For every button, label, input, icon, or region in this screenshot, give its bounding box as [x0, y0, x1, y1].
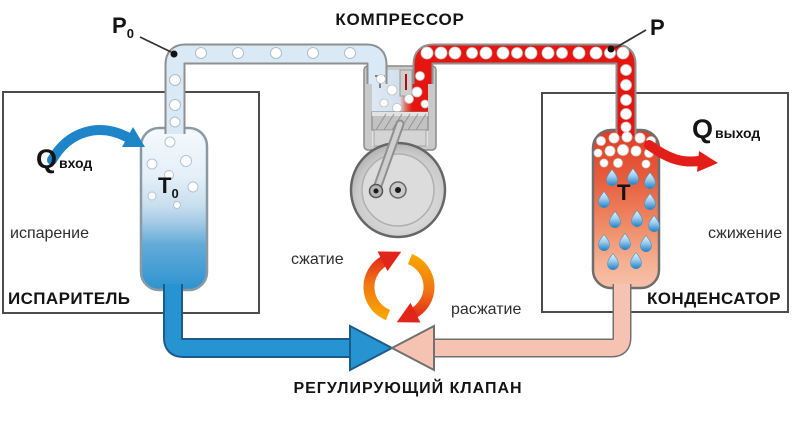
temp-high-label: T — [617, 180, 631, 205]
pressure-high-pointer — [607, 29, 647, 53]
cycle-arrows-icon — [363, 251, 435, 323]
compression-label: сжатие — [291, 251, 344, 268]
compressor-title: КОМПРЕССОР — [335, 10, 465, 29]
valve-arrow-pink — [389, 324, 435, 372]
regulating-valve-label: РЕГУЛИРУЮЩИЙ КЛАПАН — [293, 380, 523, 397]
high-pressure-pipe — [412, 43, 637, 136]
evaporator-vessel — [139, 126, 209, 292]
pressure-low-pointer — [139, 36, 178, 58]
temp-low-label: T0 — [158, 173, 179, 201]
expansion-label: расжатие — [451, 301, 522, 318]
compressor-flywheel — [349, 119, 447, 239]
liquefaction-label: сжижение — [708, 225, 783, 242]
heat-in-label: Q вход — [36, 144, 93, 174]
heat-out-label: Q выход — [692, 114, 761, 144]
pressure-high-label: P — [650, 15, 665, 40]
vapor-bubbles-high — [420, 46, 632, 133]
q-out-arrow-icon — [644, 140, 718, 172]
evaporator-bubbles — [146, 136, 199, 209]
condenser-bubbles — [593, 131, 656, 169]
liquid-line-pink — [389, 284, 632, 372]
evaporation-label: испарение — [10, 225, 89, 242]
pressure-low-label: P0 — [112, 13, 134, 41]
condenser-label: КОНДЕНСАТОР — [647, 289, 781, 308]
evaporator-box — [2, 91, 260, 314]
condenser-box — [541, 92, 789, 313]
q-in-arrow-icon — [47, 125, 145, 165]
evaporator-label: ИСПАРИТЕЛЬ — [8, 289, 131, 308]
valve-arrow-blue — [349, 324, 395, 372]
vapor-bubbles-low — [169, 47, 356, 128]
liquid-line-blue — [163, 284, 395, 372]
